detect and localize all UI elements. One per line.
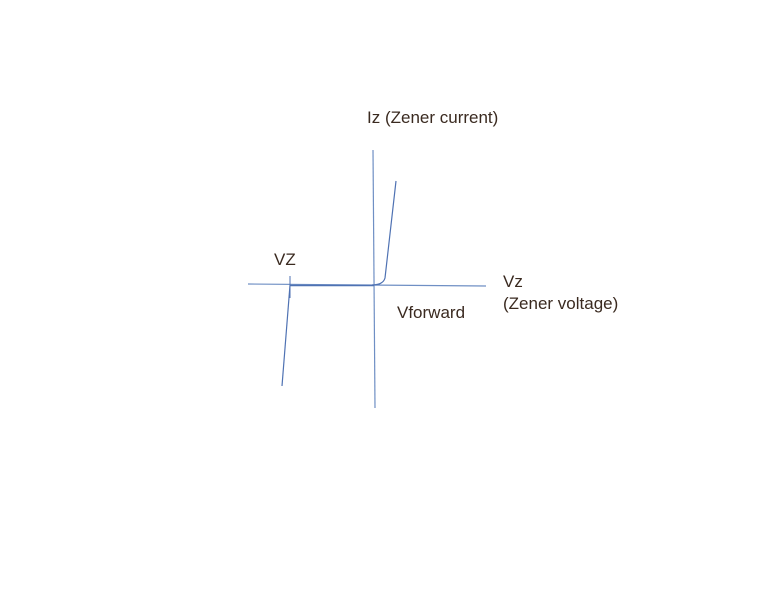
y-axis xyxy=(372,149,376,409)
forward-voltage-label: Vforward xyxy=(397,303,465,322)
zener-voltage-marker-label: VZ xyxy=(274,250,296,269)
x-axis-label-line1: Vz xyxy=(503,272,523,291)
forward-curve xyxy=(371,180,397,286)
x-axis-label-line2: (Zener voltage) xyxy=(503,294,618,313)
breakdown-curve xyxy=(281,284,291,387)
y-axis-label: Iz (Zener current) xyxy=(367,108,498,127)
